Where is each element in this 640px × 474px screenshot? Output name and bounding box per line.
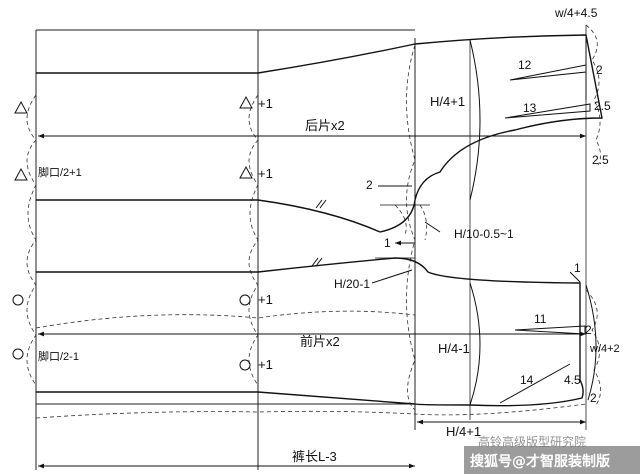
circle-icon	[12, 294, 24, 306]
label-front-4-5: 4.5	[564, 373, 581, 387]
label-back-2: 2	[596, 63, 603, 77]
watermark-line2: 搜狐号@才智服装制版	[470, 453, 610, 470]
label-dart-11: 11	[534, 312, 547, 326]
leader-front-1	[569, 271, 581, 283]
label-front-2-bottom: 2	[590, 391, 597, 405]
dashed-knee	[248, 94, 259, 386]
dashed-hem-left	[26, 94, 37, 386]
leader-h10	[424, 221, 441, 233]
label-dart-12: 12	[518, 58, 532, 72]
triangle-icon	[14, 100, 28, 114]
dashed-curves	[26, 24, 601, 419]
label-back-hip: H/4+1	[430, 94, 465, 109]
label-back-2-crotch: 2	[366, 178, 373, 192]
label-back-2-5-low: 2.5	[592, 153, 609, 167]
tick-front-1	[315, 257, 323, 267]
back-dart-12	[509, 64, 587, 81]
label-plus1: +1	[258, 357, 273, 372]
label-waist-back: w/4+4.5	[554, 6, 598, 20]
dashed-front-mid	[35, 310, 416, 329]
watermark-line1: 高铃高级版型研究院	[478, 434, 586, 449]
label-bottom-hip: H/4+1	[446, 424, 481, 439]
front-outline-bottom	[36, 391, 416, 405]
watermark-background	[464, 446, 640, 474]
label-front-hip: H/4-1	[438, 341, 470, 356]
pattern-outlines	[36, 34, 603, 407]
construction-lines	[35, 25, 587, 470]
dashed-crotch	[406, 44, 416, 411]
front-waist-curve	[585, 284, 597, 401]
label-plus1: +1	[258, 292, 273, 307]
tick-back-2	[315, 199, 323, 209]
label-back-2-5: 2.5	[594, 99, 611, 113]
dashed-front-waist	[585, 289, 601, 406]
label-crotch-1: 1	[384, 236, 391, 250]
label-front-piece: 前片x2	[300, 334, 340, 349]
front-hip-curve	[469, 282, 481, 406]
dimension-arrows	[38, 133, 586, 469]
label-crotch-h10: H/10-0.5~1	[454, 227, 514, 241]
triangle-icon	[239, 165, 253, 179]
dashed-crotch-curve	[394, 204, 407, 236]
label-dart-14: 14	[520, 373, 534, 387]
grain-symbols	[12, 95, 253, 371]
label-back-hem: 脚口/2+1	[38, 165, 82, 179]
label-plus1: +1	[258, 96, 273, 111]
circle-icon	[239, 294, 251, 306]
front-dart-11	[514, 325, 586, 335]
label-plus1: +1	[258, 166, 273, 181]
label-dart-13: 13	[523, 101, 537, 115]
dashed-crotch-curve-2	[419, 204, 428, 241]
back-outline-bottom	[36, 199, 381, 233]
circle-icon	[12, 348, 24, 360]
front-dart-14	[499, 363, 571, 404]
triangle-icon	[239, 95, 253, 109]
back-hip-curve	[469, 39, 481, 201]
tick-back-1	[319, 199, 327, 209]
front-outline	[36, 257, 584, 407]
back-outline-top	[36, 34, 603, 233]
label-crotch-h20: H/20-1	[334, 277, 370, 291]
tick-front-2	[311, 257, 319, 267]
label-front-hem: 脚口/2-1	[38, 349, 79, 363]
dashed-front-bottom	[35, 403, 587, 419]
label-back-piece: 后片x2	[305, 118, 345, 133]
label-length: 裤长L-3	[292, 449, 337, 464]
label-front-2: 2	[585, 323, 592, 337]
watermark: 高铃高级版型研究院 搜狐号@才智服装制版	[464, 434, 640, 474]
label-waist-front: w/4+2	[589, 343, 620, 355]
label-front-1: 1	[574, 261, 581, 275]
back-dart-13	[504, 103, 591, 119]
circle-icon	[239, 359, 251, 371]
triangle-icon	[14, 167, 28, 181]
leader-h20	[371, 269, 413, 284]
